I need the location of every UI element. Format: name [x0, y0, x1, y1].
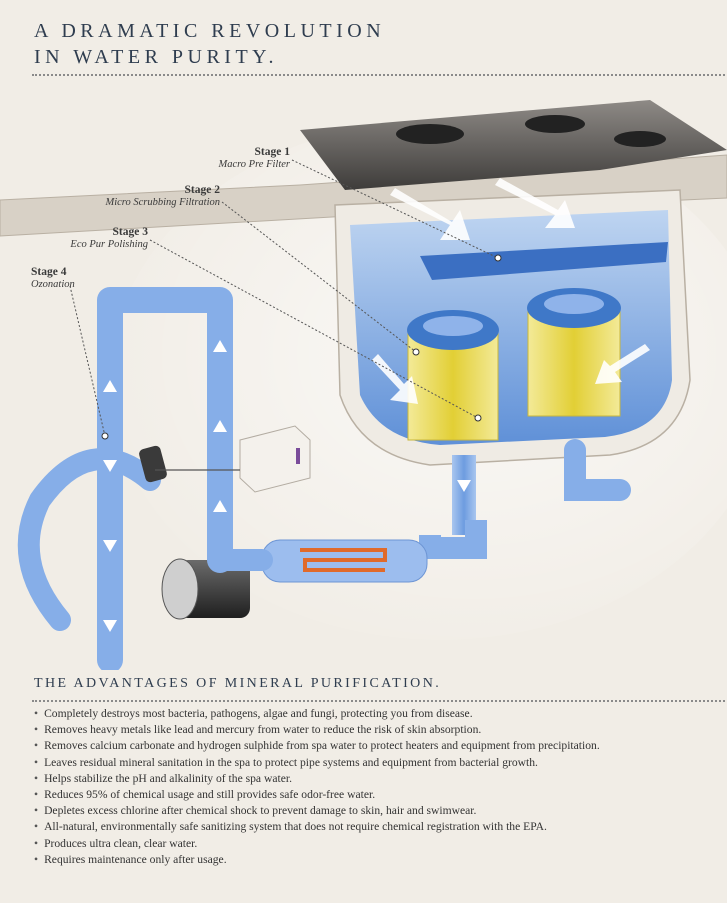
stage-4-subtitle: Ozonation: [31, 279, 75, 290]
right-drain-pipe: [564, 439, 631, 501]
filtration-diagram: Stage 1 Macro Pre Filter Stage 2 Micro S…: [0, 80, 727, 670]
list-item: Completely destroys most bacteria, patho…: [34, 706, 600, 722]
list-item: Depletes excess chlorine after chemical …: [34, 803, 600, 819]
list-item: Reduces 95% of chemical usage and still …: [34, 787, 600, 803]
list-item: Leaves residual mineral sanitation in th…: [34, 755, 600, 771]
list-item: Produces ultra clean, clear water.: [34, 836, 600, 852]
top-divider: [32, 74, 725, 76]
stage-1-subtitle: Macro Pre Filter: [218, 159, 290, 170]
heating-element: [300, 548, 387, 572]
list-item: Requires maintenance only after usage.: [34, 852, 600, 868]
headline-line-1: A DRAMATIC REVOLUTION: [34, 20, 386, 42]
stage-2-subtitle: Micro Scrubbing Filtration: [105, 197, 220, 208]
spa-deck: [0, 154, 727, 237]
advantages-divider: [32, 700, 725, 702]
ozonator-unit: [239, 425, 311, 493]
lid-hole-3: [614, 131, 666, 147]
prefilter-plate: [420, 242, 668, 280]
headline: A DRAMATIC REVOLUTION IN WATER PURITY.: [34, 18, 385, 70]
filtration-illustration: [0, 100, 727, 670]
stage-3-title: Stage 3: [112, 226, 148, 238]
lid-hole-2: [525, 115, 585, 133]
pump-motor: [161, 558, 250, 620]
list-item: Removes calcium carbonate and hydrogen s…: [34, 738, 600, 754]
stage-1-label: Stage 1 Macro Pre Filter: [180, 146, 290, 171]
pipe-flow-arrows: [103, 340, 471, 632]
stage-4-label: Stage 4 Ozonation: [31, 266, 111, 291]
stage-3-label: Stage 3 Eco Pur Polishing: [40, 226, 148, 251]
stage-leader-lines: [69, 159, 499, 437]
cartridge-right: [527, 288, 621, 417]
advantages-title: THE ADVANTAGES OF MINERAL PURIFICATION.: [34, 676, 442, 691]
list-item: Removes heavy metals like lead and mercu…: [34, 722, 600, 738]
stage-4-title: Stage 4: [31, 266, 67, 278]
stage-1-title: Stage 1: [254, 146, 290, 158]
list-item: All-natural, environmentally safe saniti…: [34, 819, 600, 835]
return-pipe-to-heater: [419, 520, 487, 559]
stage-3-subtitle: Eco Pur Polishing: [70, 239, 148, 250]
list-item: Helps stabilize the pH and alkalinity of…: [34, 771, 600, 787]
advantages-list: Completely destroys most bacteria, patho…: [34, 706, 600, 868]
stage-2-label: Stage 2 Micro Scrubbing Filtration: [80, 184, 220, 209]
stage-2-title: Stage 2: [184, 184, 220, 196]
cartridge-left: [407, 310, 499, 441]
stage-markers: [101, 254, 502, 440]
headline-line-2: IN WATER PURITY.: [34, 46, 279, 68]
lid-hole-1: [396, 124, 464, 144]
skimmer-lid: [300, 100, 727, 190]
ozone-injector: [139, 445, 167, 483]
